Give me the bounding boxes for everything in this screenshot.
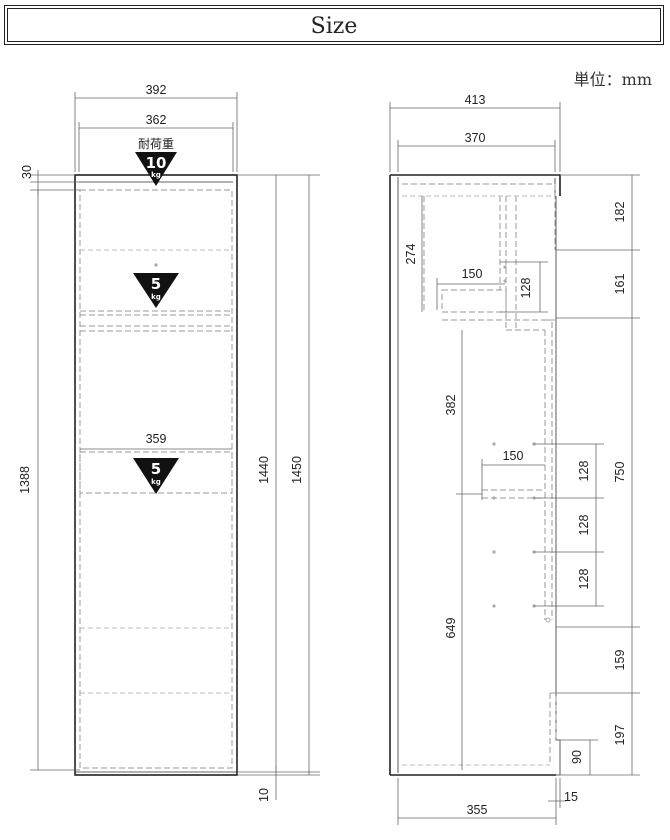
dim-hook-pitch: 128 xyxy=(577,569,591,590)
dim-shelf-width: 359 xyxy=(146,432,167,446)
dim-upper-drawer-height: 274 xyxy=(404,244,418,265)
dim-inner-width: 362 xyxy=(146,113,167,127)
side-upper-drawer xyxy=(402,183,556,250)
load-label: 耐荷重 xyxy=(138,137,174,151)
side-lower-front xyxy=(550,692,557,740)
dim-top-thickness: 30 xyxy=(20,165,34,179)
load-triangle xyxy=(133,273,179,308)
front-pin-hole xyxy=(154,263,158,267)
front-view: 392 362 耐荷重 10 kg 5 kg 359 5 kg xyxy=(18,83,320,802)
load-value: 5 xyxy=(151,275,161,293)
dim-bottom-depth: 355 xyxy=(467,803,488,817)
dim-upper-hanger-width: 150 xyxy=(462,267,483,281)
load-value: 10 xyxy=(146,154,167,172)
pin-hole xyxy=(545,617,551,623)
dim-upper-hanger-pitch: 128 xyxy=(519,278,533,299)
dim-plinth-setback: 15 xyxy=(564,790,578,804)
dim-side-height: 1440 xyxy=(257,456,271,484)
unit-label: 単位：mm xyxy=(573,70,652,89)
dim-overall-depth: 413 xyxy=(465,93,486,107)
dim-total-height: 1450 xyxy=(290,456,304,484)
dim-overall-width: 392 xyxy=(146,83,167,97)
pin-hole xyxy=(492,496,496,500)
pin-hole xyxy=(492,604,496,608)
pin-hole xyxy=(492,442,496,446)
load-unit: kg xyxy=(151,478,161,486)
dim-hook-pitch: 128 xyxy=(577,515,591,536)
pin-hole xyxy=(503,279,507,283)
dim-inner-depth: 370 xyxy=(465,131,486,145)
dim-middle-section: 750 xyxy=(613,462,627,483)
pin-hole xyxy=(503,265,507,269)
dim-hook-pitch: 128 xyxy=(577,461,591,482)
front-drawer-outline xyxy=(79,451,233,494)
load-triangle xyxy=(135,152,177,186)
side-top-outline xyxy=(390,174,561,196)
side-mid-front xyxy=(545,319,553,620)
load-triangle xyxy=(133,458,179,494)
dim-mid-hanger-width: 150 xyxy=(503,449,524,463)
load-unit: kg xyxy=(151,293,161,301)
dim-top-section: 182 xyxy=(613,202,627,223)
load-unit: kg xyxy=(151,171,161,179)
dim-base-height: 10 xyxy=(257,788,271,802)
pin-hole xyxy=(492,550,496,554)
dim-lower-section: 159 xyxy=(613,650,627,671)
dim-inner-height: 1388 xyxy=(18,466,32,494)
dim-mid-cavity-height: 382 xyxy=(444,395,458,416)
page-title: Size xyxy=(310,14,358,39)
front-inner-outline xyxy=(79,189,233,769)
side-front-edge xyxy=(555,196,561,776)
dim-lower-cavity-height: 649 xyxy=(444,618,458,639)
side-hanger-box xyxy=(441,289,507,313)
title-frame: Size xyxy=(4,5,664,45)
dim-plinth-height: 90 xyxy=(570,750,584,764)
load-value: 5 xyxy=(151,460,161,478)
dim-bottom-section: 197 xyxy=(613,725,627,746)
side-view: 413 370 274 150 128 382 150 xyxy=(389,93,640,825)
dim-second-section: 161 xyxy=(613,274,627,295)
